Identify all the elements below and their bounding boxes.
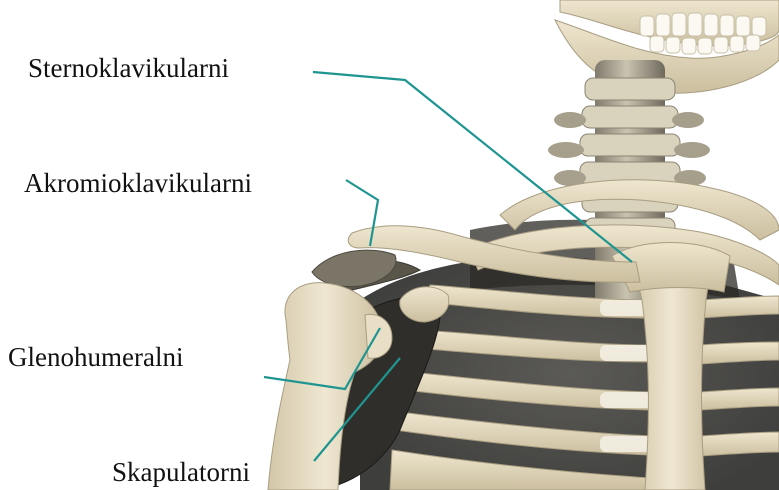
label-scapulothoracic: Skapulatorni xyxy=(112,459,250,486)
label-sternoclavicular: Sternoklavikularni xyxy=(28,55,229,82)
label-glenohumeral: Glenohumeralni xyxy=(8,344,183,371)
label-acromioclavicular: Akromioklavikularni xyxy=(24,170,252,197)
